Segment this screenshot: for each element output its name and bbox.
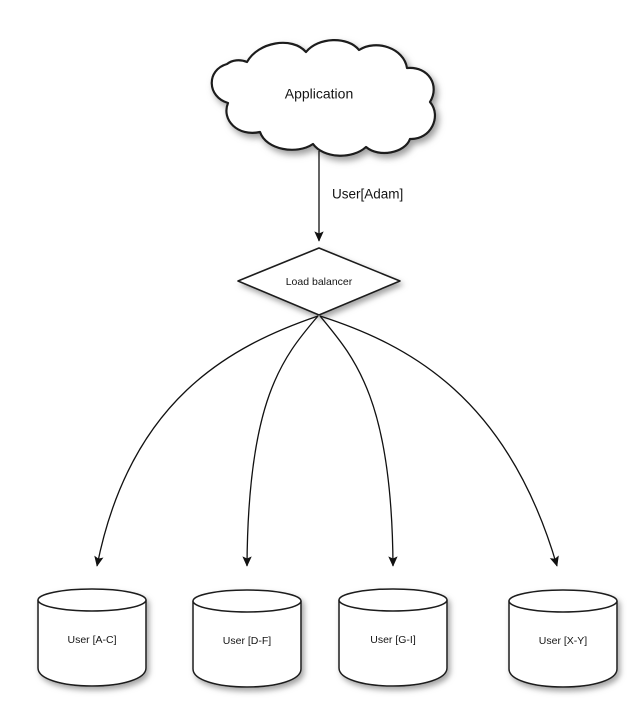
edge-lb-to-shards	[94, 315, 559, 567]
node-load-balancer[interactable]: Load balancer	[237, 247, 401, 316]
node-shard-3[interactable]: User [G-I]	[338, 588, 448, 687]
shard-1-top	[37, 588, 147, 612]
shard-1-body	[37, 599, 147, 687]
cloud-shape	[210, 39, 436, 157]
diamond-shape	[237, 247, 401, 316]
shard-4-label: User [X-Y]	[539, 635, 588, 647]
shard-4-body	[508, 600, 618, 688]
edge-lb-to-shard-2	[242, 315, 319, 567]
edge-lb-to-shard-4	[319, 315, 559, 567]
shard-3-top	[338, 588, 448, 612]
cloud-label: Application	[285, 86, 354, 102]
node-shard-2[interactable]: User [D-F]	[192, 589, 302, 688]
shard-3-label: User [G-I]	[370, 634, 416, 646]
shard-2-label: User [D-F]	[223, 635, 271, 647]
shard-4-top	[508, 589, 618, 613]
shard-2-top	[192, 589, 302, 613]
node-application[interactable]: Application	[210, 39, 436, 157]
load-balancer-label: Load balancer	[286, 276, 353, 288]
edge-label-user-adam: User[Adam]	[332, 187, 403, 202]
node-shard-4[interactable]: User [X-Y]	[508, 589, 618, 688]
shard-3-body	[338, 599, 448, 687]
edge-app-to-lb: User[Adam]	[314, 151, 403, 242]
shard-1-label: User [A-C]	[67, 634, 116, 646]
edge-lb-to-shard-3	[319, 315, 398, 567]
edge-lb-to-shard-1	[94, 315, 319, 567]
shard-2-body	[192, 600, 302, 688]
node-shard-1[interactable]: User [A-C]	[37, 588, 147, 687]
